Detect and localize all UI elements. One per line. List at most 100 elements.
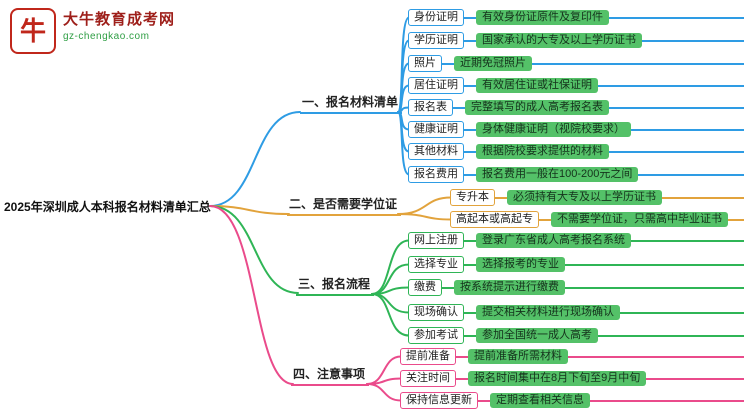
connector-line <box>464 39 476 42</box>
leaf-label: 报名表 <box>408 99 453 116</box>
connector-line <box>442 62 454 65</box>
connector-line <box>631 239 744 242</box>
connector-line <box>539 218 551 221</box>
connector-line <box>456 377 468 380</box>
brand-domain: gz-chengkao.com <box>63 31 150 42</box>
connector-line <box>565 263 744 266</box>
connector-line <box>371 263 410 295</box>
leaf-label: 缴费 <box>408 279 442 296</box>
leaf-label: 健康证明 <box>408 121 464 138</box>
connector-line <box>464 16 476 19</box>
leaf-value: 选择报考的专业 <box>476 257 565 272</box>
leaf-value: 有效居住证或社保证明 <box>476 78 598 93</box>
connector-line <box>371 293 410 337</box>
leaf-label: 学历证明 <box>408 32 464 49</box>
connector-line <box>371 286 410 295</box>
connector-line <box>464 150 476 153</box>
leaf-row: 其他材料 根据院校要求提供的材料 <box>408 143 744 160</box>
leaf-label: 居住证明 <box>408 77 464 94</box>
leaf-value: 登录广东省成人高考报名系统 <box>476 233 631 248</box>
connector-line <box>609 106 744 109</box>
connector-line <box>209 205 290 215</box>
connector-line <box>209 205 294 385</box>
connector-line <box>642 39 744 42</box>
leaf-value: 根据院校要求提供的材料 <box>476 144 609 159</box>
connector-line <box>646 377 744 380</box>
root-title: 2025年深圳成人本科报名材料清单汇总 <box>4 200 211 214</box>
leaf-row: 缴费 按系统提示进行缴费 <box>408 279 744 296</box>
leaf-row: 居住证明 有效居住证或社保证明 <box>408 77 744 94</box>
connector-line <box>397 196 452 215</box>
leaf-value: 定期查看相关信息 <box>490 393 590 408</box>
leaf-label: 参加考试 <box>408 327 464 344</box>
connector-line <box>565 286 744 289</box>
connector-line <box>366 355 402 385</box>
connector-line <box>631 128 744 131</box>
leaf-row: 参加考试 参加全国统一成人高考 <box>408 327 744 344</box>
connector-line <box>453 106 465 109</box>
connector-line <box>397 213 452 221</box>
leaf-label: 选择专业 <box>408 256 464 273</box>
connector-line <box>464 334 476 337</box>
leaf-value: 报名费用一般在100-200元之间 <box>476 167 639 182</box>
branch-label-process: 三、报名流程 <box>296 276 375 296</box>
connector-line <box>598 84 744 87</box>
leaf-row: 关注时间 报名时间集中在8月下旬至9月中旬 <box>400 370 744 387</box>
connector-line <box>464 239 476 242</box>
connector-line <box>598 334 744 337</box>
connector-line <box>371 293 410 314</box>
leaf-value: 参加全国统一成人高考 <box>476 328 598 343</box>
leaf-label: 现场确认 <box>408 304 464 321</box>
leaf-value: 提交相关材料进行现场确认 <box>476 305 620 320</box>
connector-line <box>456 355 468 358</box>
connector-line <box>728 218 744 221</box>
leaf-row: 报名费用 报名费用一般在100-200元之间 <box>408 166 744 183</box>
leaf-label: 网上注册 <box>408 232 464 249</box>
leaf-row: 提前准备 提前准备所需材料 <box>400 348 744 365</box>
connector-line <box>366 377 402 385</box>
leaf-row: 现场确认 提交相关材料进行现场确认 <box>408 304 744 321</box>
leaf-row: 高起本或高起专 不需要学位证，只需高中毕业证书 <box>450 211 744 228</box>
connector-line <box>495 196 507 199</box>
leaf-value: 必须持有大专及以上学历证书 <box>507 190 662 205</box>
branch-label-degree-cert: 二、是否需要学位证 <box>287 196 402 216</box>
bull-icon: 牛 <box>10 8 56 54</box>
leaf-row: 专升本 必须持有大专及以上学历证书 <box>450 189 744 206</box>
leaf-value: 报名时间集中在8月下旬至9月中旬 <box>468 371 647 386</box>
leaf-label: 照片 <box>408 55 442 72</box>
leaf-label: 关注时间 <box>400 370 456 387</box>
leaf-row: 网上注册 登录广东省成人高考报名系统 <box>408 232 744 249</box>
connector-line <box>464 263 476 266</box>
leaf-row: 身份证明 有效身份证原件及复印件 <box>408 9 744 26</box>
leaf-row: 照片 近期免冠照片 <box>408 55 744 72</box>
logo-text: 大牛教育成考网 gz-chengkao.com <box>63 8 175 44</box>
leaf-label: 专升本 <box>450 189 495 206</box>
connector-line <box>209 111 301 207</box>
connector-line <box>638 173 744 176</box>
leaf-value: 不需要学位证，只需高中毕业证书 <box>551 212 728 227</box>
leaf-row: 保持信息更新 定期查看相关信息 <box>400 392 744 409</box>
connector-line <box>478 399 490 402</box>
connector-line <box>366 383 402 402</box>
branch-label-materials: 一、报名材料清单 <box>300 94 403 114</box>
connector-line <box>662 196 744 199</box>
leaf-value: 有效身份证原件及复印件 <box>476 10 609 25</box>
leaf-value: 国家承认的大专及以上学历证书 <box>476 33 642 48</box>
leaf-row: 报名表 完整填写的成人高考报名表 <box>408 99 744 116</box>
leaf-value: 提前准备所需材料 <box>468 349 568 364</box>
connector-line <box>568 355 744 358</box>
connector-line <box>442 286 454 289</box>
connector-line <box>464 128 476 131</box>
leaf-label: 其他材料 <box>408 143 464 160</box>
leaf-row: 学历证明 国家承认的大专及以上学历证书 <box>408 32 744 49</box>
connector-line <box>209 205 299 294</box>
leaf-label: 报名费用 <box>408 166 464 183</box>
brand-name: 大牛教育成考网 <box>63 11 176 28</box>
connector-line <box>590 399 744 402</box>
logo: 牛 大牛教育成考网 gz-chengkao.com <box>10 8 175 54</box>
connector-line <box>609 16 744 19</box>
leaf-row: 选择专业 选择报考的专业 <box>408 256 744 273</box>
connector-line <box>371 239 410 295</box>
leaf-value: 近期免冠照片 <box>454 56 532 71</box>
